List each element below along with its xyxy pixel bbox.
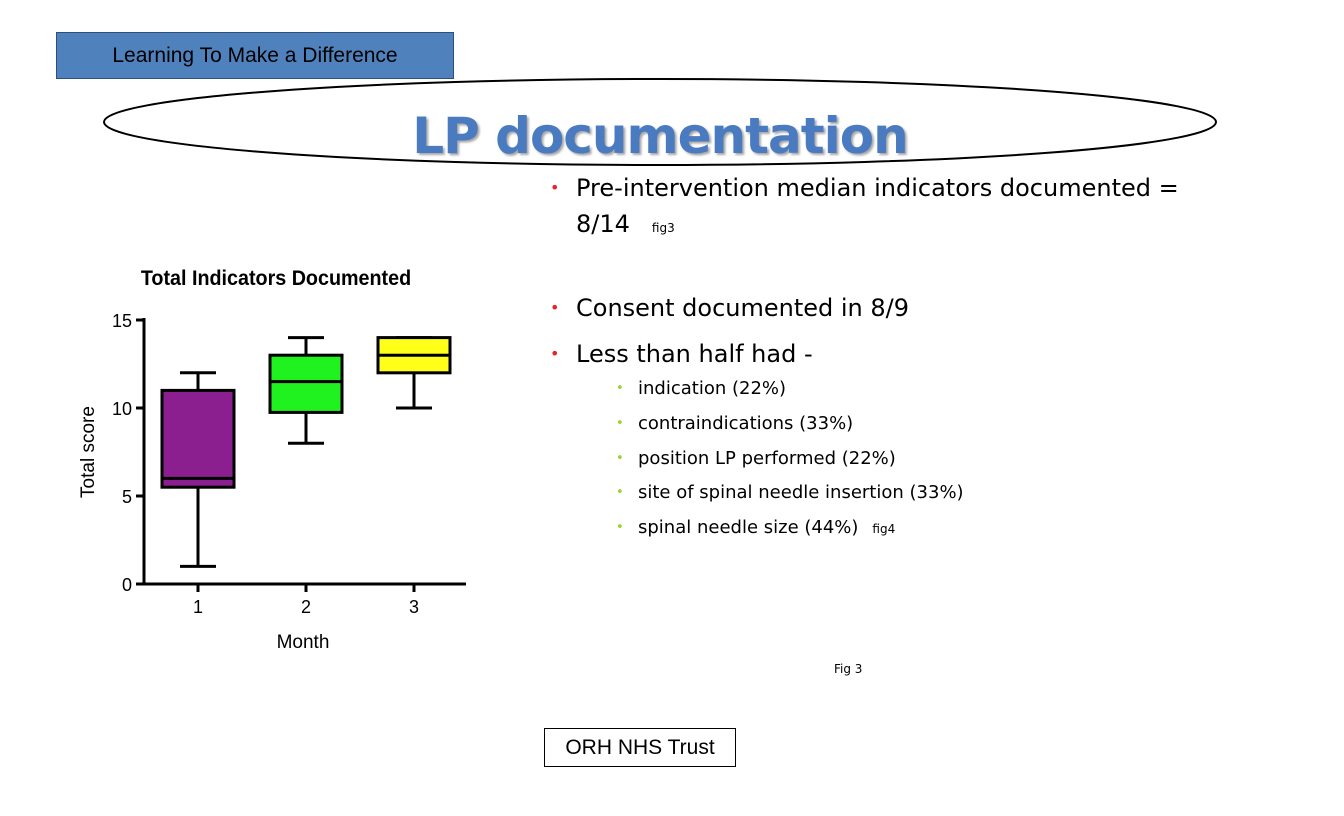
- bullet-dot: •: [550, 344, 560, 363]
- y-tick-label: 0: [122, 575, 132, 595]
- sub-bullet: • contraindications (33%): [616, 413, 853, 435]
- y-axis-label: Total score: [78, 406, 99, 498]
- fig-ref: fig3: [651, 221, 675, 235]
- fig-label: Fig 3: [834, 662, 863, 676]
- sub-bullet-text: spinal needle size (44%): [638, 517, 859, 538]
- bullet-dot: •: [550, 178, 560, 197]
- y-tick-label: 15: [112, 311, 132, 331]
- y-tick-label: 5: [122, 487, 132, 507]
- x-axis-label: Month: [277, 632, 330, 653]
- sub-bullet-text: position LP performed (22%): [638, 448, 896, 469]
- sub-bullet-dot: •: [616, 381, 624, 396]
- sub-bullet-text: indication (22%): [638, 378, 787, 399]
- x-tick-label: 1: [193, 597, 203, 617]
- bullet-text: Consent documented in 8/9: [576, 294, 910, 322]
- sub-bullet: • spinal needle size (44%) fig4: [616, 517, 895, 540]
- page-title: LP documentation: [412, 107, 909, 165]
- banner-label: Learning To Make a Difference: [112, 43, 398, 67]
- sub-bullet: • position LP performed (22%): [616, 448, 896, 470]
- box-month-2: [268, 353, 344, 414]
- bullet-dot: •: [550, 298, 560, 317]
- y-tick-label: 10: [112, 399, 132, 419]
- sub-bullet-dot: •: [616, 451, 624, 466]
- sub-bullet-dot: •: [616, 520, 624, 535]
- sub-bullet-text: site of spinal needle insertion (33%): [638, 482, 964, 503]
- box-month-1: [160, 388, 236, 489]
- footer-label: ORH NHS Trust: [565, 735, 715, 759]
- footer-box: ORH NHS Trust: [544, 728, 736, 767]
- x-tick-label: 3: [409, 597, 419, 617]
- x-tick-label: 2: [301, 597, 311, 617]
- sub-bullet-dot: •: [616, 485, 624, 500]
- bullet-text: Pre-intervention median indicators docum…: [576, 174, 1179, 202]
- sub-bullet-text: contraindications (33%): [638, 413, 854, 434]
- banner: Learning To Make a Difference: [56, 32, 454, 79]
- bullet-text: Less than half had -: [576, 340, 813, 368]
- bullet-less-than-half: • Less than half had -: [550, 336, 813, 372]
- chart-title: Total Indicators Documented: [141, 267, 411, 290]
- title-ellipse: [103, 78, 1217, 166]
- sub-bullet-dot: •: [616, 416, 624, 431]
- sub-bullet: • site of spinal needle insertion (33%): [616, 482, 964, 504]
- sub-bullet: • indication (22%): [616, 378, 786, 400]
- bullet-pre-intervention: • Pre-intervention median indicators doc…: [550, 170, 1179, 246]
- fig-ref: fig4: [872, 522, 896, 536]
- bullet-consent: • Consent documented in 8/9: [550, 290, 909, 326]
- bullet-text-cont: 8/14: [576, 210, 630, 238]
